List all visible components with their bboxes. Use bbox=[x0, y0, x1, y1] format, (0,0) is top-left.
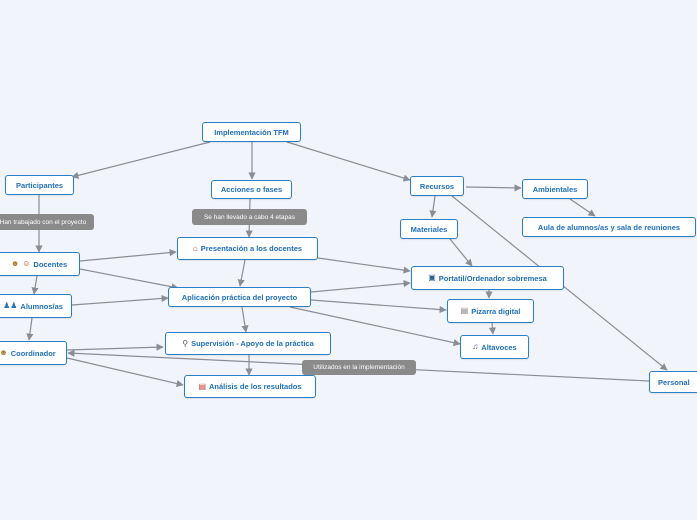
node-label: Docentes bbox=[33, 259, 68, 269]
node-participantes[interactable]: Participantes bbox=[5, 175, 74, 195]
node-label: Implementación TFM bbox=[214, 127, 289, 137]
node-acciones-fases[interactable]: Acciones o fases bbox=[211, 180, 292, 199]
node-implementacion-tfm[interactable]: Implementación TFM bbox=[202, 122, 301, 142]
computer-icon: ▣ bbox=[428, 273, 436, 282]
node-recursos[interactable]: Recursos bbox=[410, 176, 464, 196]
edge-coordinador-analisis bbox=[66, 357, 184, 388]
node-aplicacion[interactable]: Aplicación práctica del proyecto bbox=[168, 287, 311, 307]
node-label: Pizarra digital bbox=[471, 306, 521, 316]
chart-icon: ▤ bbox=[198, 381, 207, 391]
node-alumnos[interactable]: ♟♟ Alumnos/as bbox=[0, 294, 72, 318]
node-personal[interactable]: Personal bbox=[649, 371, 697, 393]
students-icon: ♟♟ bbox=[3, 301, 18, 310]
teacher-man-icon: ☻ bbox=[10, 259, 20, 268]
magnifier-icon: ⚲ bbox=[182, 338, 189, 348]
edge-recursos-materiales bbox=[429, 195, 437, 218]
edge-aplicacion-portatil bbox=[310, 280, 411, 293]
edge-docentes-presentacion bbox=[79, 249, 177, 262]
node-label: Coordinador bbox=[10, 348, 56, 358]
coordinator-icon: ☻ bbox=[0, 348, 8, 357]
node-label: Alumnos/as bbox=[20, 301, 63, 311]
node-pizarra[interactable]: ▤ Pizarra digital bbox=[447, 299, 534, 323]
house-icon: ⌂ bbox=[192, 243, 198, 253]
edge-aplicacion-supervision bbox=[241, 306, 249, 333]
edge-aplicacion-altavoces bbox=[289, 306, 461, 347]
node-portatil[interactable]: ▣ Portatil/Ordenador sobremesa bbox=[411, 266, 564, 290]
edge-docentes-alumnos bbox=[31, 275, 39, 295]
node-label: Análisis de los resultados bbox=[209, 382, 302, 391]
node-label: Aplicación práctica del proyecto bbox=[181, 292, 298, 302]
edge-ambientales-aula bbox=[569, 198, 596, 217]
edge-docentes-aplicacion bbox=[79, 268, 179, 291]
node-label: Personal bbox=[658, 377, 690, 387]
music-note-icon: ♫ bbox=[472, 342, 479, 351]
tag-utilizados: Utilizados en la implementación bbox=[302, 360, 416, 375]
node-label: Recursos bbox=[419, 181, 455, 191]
edge-presentacion-portatil bbox=[317, 257, 411, 274]
edge-presentacion-aplicacion bbox=[237, 259, 246, 287]
node-docentes[interactable]: ☻ ☺ Docentes bbox=[0, 252, 80, 276]
node-label: Ambientales bbox=[532, 184, 578, 194]
edge-materiales-portatil bbox=[449, 238, 473, 267]
teacher-woman-icon: ☺ bbox=[22, 259, 31, 268]
node-ambientales[interactable]: Ambientales bbox=[522, 179, 588, 199]
node-presentacion[interactable]: ⌂ Presentación a los docentes bbox=[177, 237, 318, 260]
edge-root-participantes bbox=[71, 141, 211, 179]
tag-etapas: Se han llevado a cabo 4 etapas bbox=[192, 209, 307, 225]
edge-aplicacion-pizarra bbox=[310, 299, 447, 314]
edge-alumnos-coordinador bbox=[26, 317, 34, 341]
node-label: Portatil/Ordenador sobremesa bbox=[438, 273, 547, 283]
edge-coordinador-supervision bbox=[66, 343, 164, 351]
edge-alumnos-aplicacion bbox=[71, 294, 169, 306]
node-materiales[interactable]: Materiales bbox=[400, 219, 458, 239]
edge-pizarra-altavoces bbox=[488, 322, 496, 335]
node-label: Aula de alumnos/as y sala de reuniones bbox=[537, 222, 681, 232]
edge-recursos-ambientales bbox=[465, 184, 522, 192]
tag-trabajado: Han trabajado con el proyecto bbox=[0, 214, 94, 230]
node-label: Participantes bbox=[15, 180, 64, 190]
node-label: Altavoces bbox=[481, 342, 517, 352]
node-analisis[interactable]: ▤ Análisis de los resultados bbox=[184, 375, 316, 398]
node-coordinador[interactable]: ☻ Coordinador bbox=[0, 341, 67, 365]
whiteboard-icon: ▤ bbox=[460, 306, 469, 315]
node-label: Acciones o fases bbox=[220, 185, 283, 194]
node-label: Presentación a los docentes bbox=[200, 244, 303, 253]
node-aula[interactable]: Aula de alumnos/as y sala de reuniones bbox=[522, 217, 696, 237]
node-label: Materiales bbox=[410, 224, 448, 234]
edge-root-recursos bbox=[286, 141, 411, 182]
node-supervision[interactable]: ⚲ Supervisión - Apoyo de la práctica bbox=[165, 332, 331, 355]
node-label: Supervisión - Apoyo de la práctica bbox=[191, 339, 314, 348]
node-altavoces[interactable]: ♫ Altavoces bbox=[460, 335, 529, 359]
